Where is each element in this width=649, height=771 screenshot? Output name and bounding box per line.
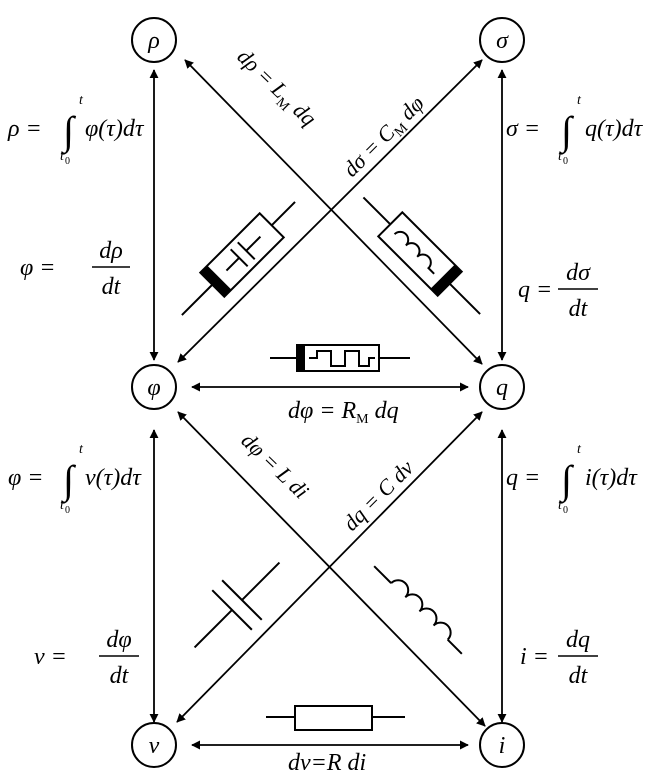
formula-memristance: dφ = RM dq	[288, 398, 399, 427]
formula-denominator: dt	[110, 663, 130, 689]
formula-upper-limit: t	[79, 93, 84, 108]
formula-lhs: φ =	[8, 465, 43, 491]
formula-body: v(τ)dτ	[85, 465, 142, 491]
formula-lower-sub: 0	[563, 156, 568, 167]
formula-v-derivative: v = dφ dt	[34, 627, 139, 689]
formula-denominator: dt	[569, 663, 589, 689]
formula-sigma-integral: σ = ∫ t t 0 q(τ)dτ	[506, 93, 644, 167]
node-phi: φ	[131, 364, 177, 410]
formula-lhs: σ =	[506, 116, 540, 142]
formula-denominator: dt	[569, 296, 589, 322]
formula-inductance: dφ = L di	[237, 428, 314, 504]
formula-capacitance: dq = C dv	[338, 455, 419, 536]
arrows	[149, 59, 507, 750]
formula-lhs: ρ =	[7, 116, 42, 142]
formula-phi-integral: φ = ∫ t t 0 v(τ)dτ	[8, 442, 142, 516]
formula-q-derivative: q = dσ dt	[518, 260, 598, 322]
formula-numerator: dρ	[99, 238, 123, 264]
formula-upper-limit: t	[79, 442, 84, 457]
node-sigma: σ	[479, 17, 525, 63]
formula-lower-sub: 0	[563, 505, 568, 516]
integral-sign-icon: ∫	[60, 457, 77, 504]
formula-body: q(τ)dτ	[585, 116, 644, 142]
integral-sign-icon: ∫	[558, 457, 575, 504]
formula-denominator: dt	[102, 274, 122, 300]
formula-memcapacitance: dσ = CM dφ	[338, 91, 432, 185]
formula-q-integral: q = ∫ t t 0 i(τ)dτ	[506, 442, 638, 516]
arrow-rho-q	[184, 59, 483, 365]
memcapacitor-symbol	[181, 201, 296, 316]
formula-lhs: i =	[520, 644, 549, 670]
inductor-symbol	[373, 565, 463, 655]
formula-body: i(τ)dτ	[585, 465, 638, 491]
node-i-label: i	[499, 733, 506, 759]
resistor-symbol	[266, 705, 405, 731]
formula-lhs: φ =	[20, 255, 55, 281]
formula-body: φ(τ)dτ	[85, 116, 145, 142]
formula-lhs: v =	[34, 644, 67, 670]
formula-upper-limit: t	[577, 442, 582, 457]
meminductor-symbol	[362, 196, 481, 315]
node-i: i	[479, 722, 525, 768]
formula-lower-limit: t	[60, 149, 65, 164]
formula-lower-limit: t	[558, 149, 563, 164]
memristor-symbol	[270, 344, 410, 372]
formula-rho-integral: ρ = ∫ t t 0 φ(τ)dτ	[7, 93, 145, 167]
formula-lower-limit: t	[60, 498, 65, 513]
formula-upper-limit: t	[577, 93, 582, 108]
node-rho-label: ρ	[147, 28, 160, 54]
arrow-sigma-phi	[177, 59, 483, 363]
formula-phi-derivative: φ = dρ dt	[20, 238, 130, 300]
node-v-label: v	[149, 733, 160, 759]
node-q: q	[479, 364, 525, 410]
node-v: v	[131, 722, 177, 768]
formula-numerator: dq	[566, 627, 590, 653]
formula-resistance: dv=R di	[288, 750, 366, 771]
arrow-q-v	[176, 411, 483, 723]
integral-sign-icon: ∫	[558, 108, 575, 155]
formula-lhs: q =	[506, 465, 540, 491]
formula-lower-sub: 0	[65, 505, 70, 516]
formula-lower-limit: t	[558, 498, 563, 513]
arrow-phi-i	[177, 411, 486, 727]
formula-i-derivative: i = dq dt	[520, 627, 598, 689]
formula-lower-sub: 0	[65, 156, 70, 167]
node-sigma-label: σ	[496, 28, 509, 54]
node-rho: ρ	[131, 17, 177, 63]
integral-sign-icon: ∫	[60, 108, 77, 155]
formula-lhs: q =	[518, 277, 552, 303]
formula-numerator: dσ	[566, 260, 591, 286]
formula-numerator: dφ	[106, 627, 131, 653]
capacitor-symbol	[193, 561, 281, 649]
node-phi-label: φ	[147, 375, 160, 401]
node-q-label: q	[496, 375, 508, 401]
